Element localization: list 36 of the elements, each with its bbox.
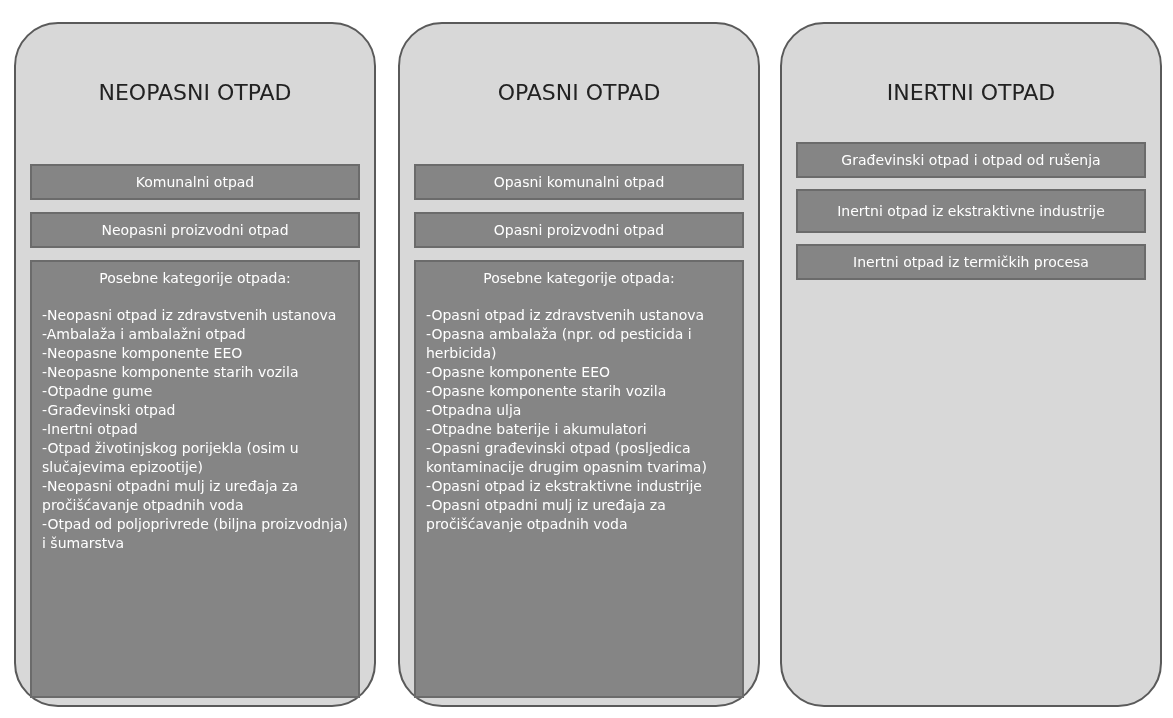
list-item: -Neopasni otpadni mulj iz uređaja za pročišćavanje otpadnih voda <box>42 477 299 515</box>
category-box: Građevinski otpad i otpad od rušenja <box>796 142 1146 178</box>
category-box: Inertni otpad iz ekstraktivne industrije <box>796 189 1146 233</box>
list-item: -Neopasne komponente EEO <box>42 344 244 363</box>
category-panel <box>780 22 1162 707</box>
category-panel <box>14 22 376 707</box>
list-heading: Posebne kategorije otpada: <box>482 270 676 286</box>
panel-heading: OPASNI OTPAD <box>496 80 662 105</box>
list-item: -Opasne komponente EEO <box>426 363 612 382</box>
category-panel <box>398 22 760 707</box>
category-box: Opasni komunalni otpad <box>414 164 744 200</box>
list-item: -Opasni otpadni mulj iz uređaja za pročišćavanje otpadnih voda <box>426 496 667 534</box>
list-item: -Inertni otpad <box>42 420 139 439</box>
list-item: -Otpadne baterije i akumulatori <box>426 420 648 439</box>
panel-heading: NEOPASNI OTPAD <box>97 80 293 105</box>
panel-heading: INERTNI OTPAD <box>885 80 1057 105</box>
list-item: -Građevinski otpad <box>42 401 177 420</box>
list-item: -Opasne komponente starih vozila <box>426 382 668 401</box>
list-item: -Opasni građevinski otpad (posljedica kontaminacije drugim opasnim tvarima) <box>426 439 708 477</box>
list-item: -Neopasni otpad iz zdravstvenih ustanova <box>42 306 338 325</box>
category-box: Neopasni proizvodni otpad <box>30 212 360 248</box>
list-item: -Neopasne komponente starih vozila <box>42 363 300 382</box>
category-box: Komunalni otpad <box>30 164 360 200</box>
list-item: -Otpad od poljoprivrede (biljna proizvodnja) i šumarstva <box>42 515 348 553</box>
category-box: Inertni otpad iz termičkih procesa <box>796 244 1146 280</box>
category-list-box <box>30 260 360 698</box>
list-item: -Otpad životinjskog porijekla (osim u slučajevima epizootije) <box>42 439 300 477</box>
list-item: -Opasna ambalaža (npr. od pesticida i herbicida) <box>426 325 693 363</box>
list-item: -Opasni otpad iz ekstraktivne industrije <box>426 477 703 496</box>
list-item: -Ambalaža i ambalažni otpad <box>42 325 247 344</box>
category-list-box <box>414 260 744 698</box>
list-heading: Posebne kategorije otpada: <box>98 270 292 286</box>
category-box: Opasni proizvodni otpad <box>414 212 744 248</box>
list-item: -Otpadna ulja <box>426 401 523 420</box>
list-item: -Otpadne gume <box>42 382 154 401</box>
list-item: -Opasni otpad iz zdravstvenih ustanova <box>426 306 706 325</box>
